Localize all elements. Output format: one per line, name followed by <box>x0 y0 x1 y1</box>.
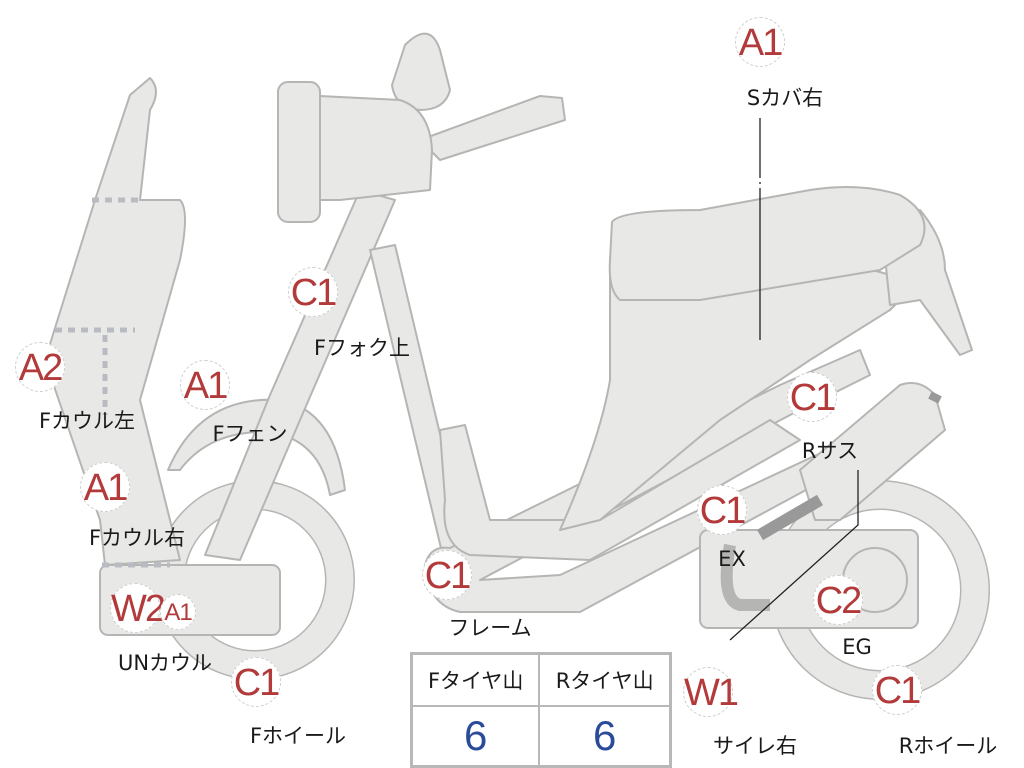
rear-tire-value: 6 <box>538 705 672 768</box>
tire-tread-table: Fタイヤ山 Rタイヤ山 6 6 <box>410 652 672 768</box>
damage-code-badge: A1 <box>735 17 785 67</box>
headlight <box>391 32 451 111</box>
leader-line-muffler <box>729 470 859 641</box>
front-fender <box>167 398 346 496</box>
front-fork <box>204 189 396 561</box>
part-label: EX <box>718 547 746 571</box>
damage-code-badge: C1 <box>697 485 747 535</box>
part-label: Fフォク上 <box>313 336 411 360</box>
damage-code-badge: C1 <box>872 665 922 715</box>
damage-code-badge: C1 <box>422 550 472 600</box>
part-label: Fカウル右 <box>88 526 186 550</box>
rear-shock <box>799 382 946 521</box>
damage-code-badge: C2 <box>813 575 863 625</box>
front-tire-value: 6 <box>410 705 541 768</box>
part-label: フレーム <box>448 616 532 640</box>
front-tire-header: Fタイヤ山 <box>410 652 541 707</box>
damage-code-badge: C1 <box>231 657 281 707</box>
head-unit <box>299 94 433 201</box>
damage-code-badge: A1 <box>80 462 130 512</box>
damage-code-badge: W1 <box>683 667 739 717</box>
exhaust <box>720 543 770 611</box>
part-label: Fカウル左 <box>38 409 136 433</box>
part-label: サイレ右 <box>713 734 797 758</box>
damage-code-badge: A1 <box>180 360 230 410</box>
part-label: Fホイール <box>249 724 347 748</box>
cowl-seam-lines <box>55 197 170 568</box>
part-label: Fフェン <box>212 422 288 446</box>
rear-tire-header: Rタイヤ山 <box>538 652 672 707</box>
part-label: Rサス <box>801 439 859 463</box>
damage-code-badge: C1 <box>288 267 338 317</box>
part-label: UNカウル <box>117 651 213 675</box>
damage-code-badge: C1 <box>787 372 837 422</box>
floorboard <box>439 419 801 561</box>
front-light <box>277 81 321 223</box>
part-label: Sカバ右 <box>746 86 824 110</box>
part-label: EG <box>842 635 872 659</box>
seat <box>608 185 926 301</box>
damage-code-badge: W2 <box>110 583 166 633</box>
part-label: Rホイール <box>898 734 998 758</box>
damage-code-badge-secondary: A1 <box>160 594 196 630</box>
handlebar <box>419 95 566 161</box>
damage-code-badge: A2 <box>15 342 65 392</box>
